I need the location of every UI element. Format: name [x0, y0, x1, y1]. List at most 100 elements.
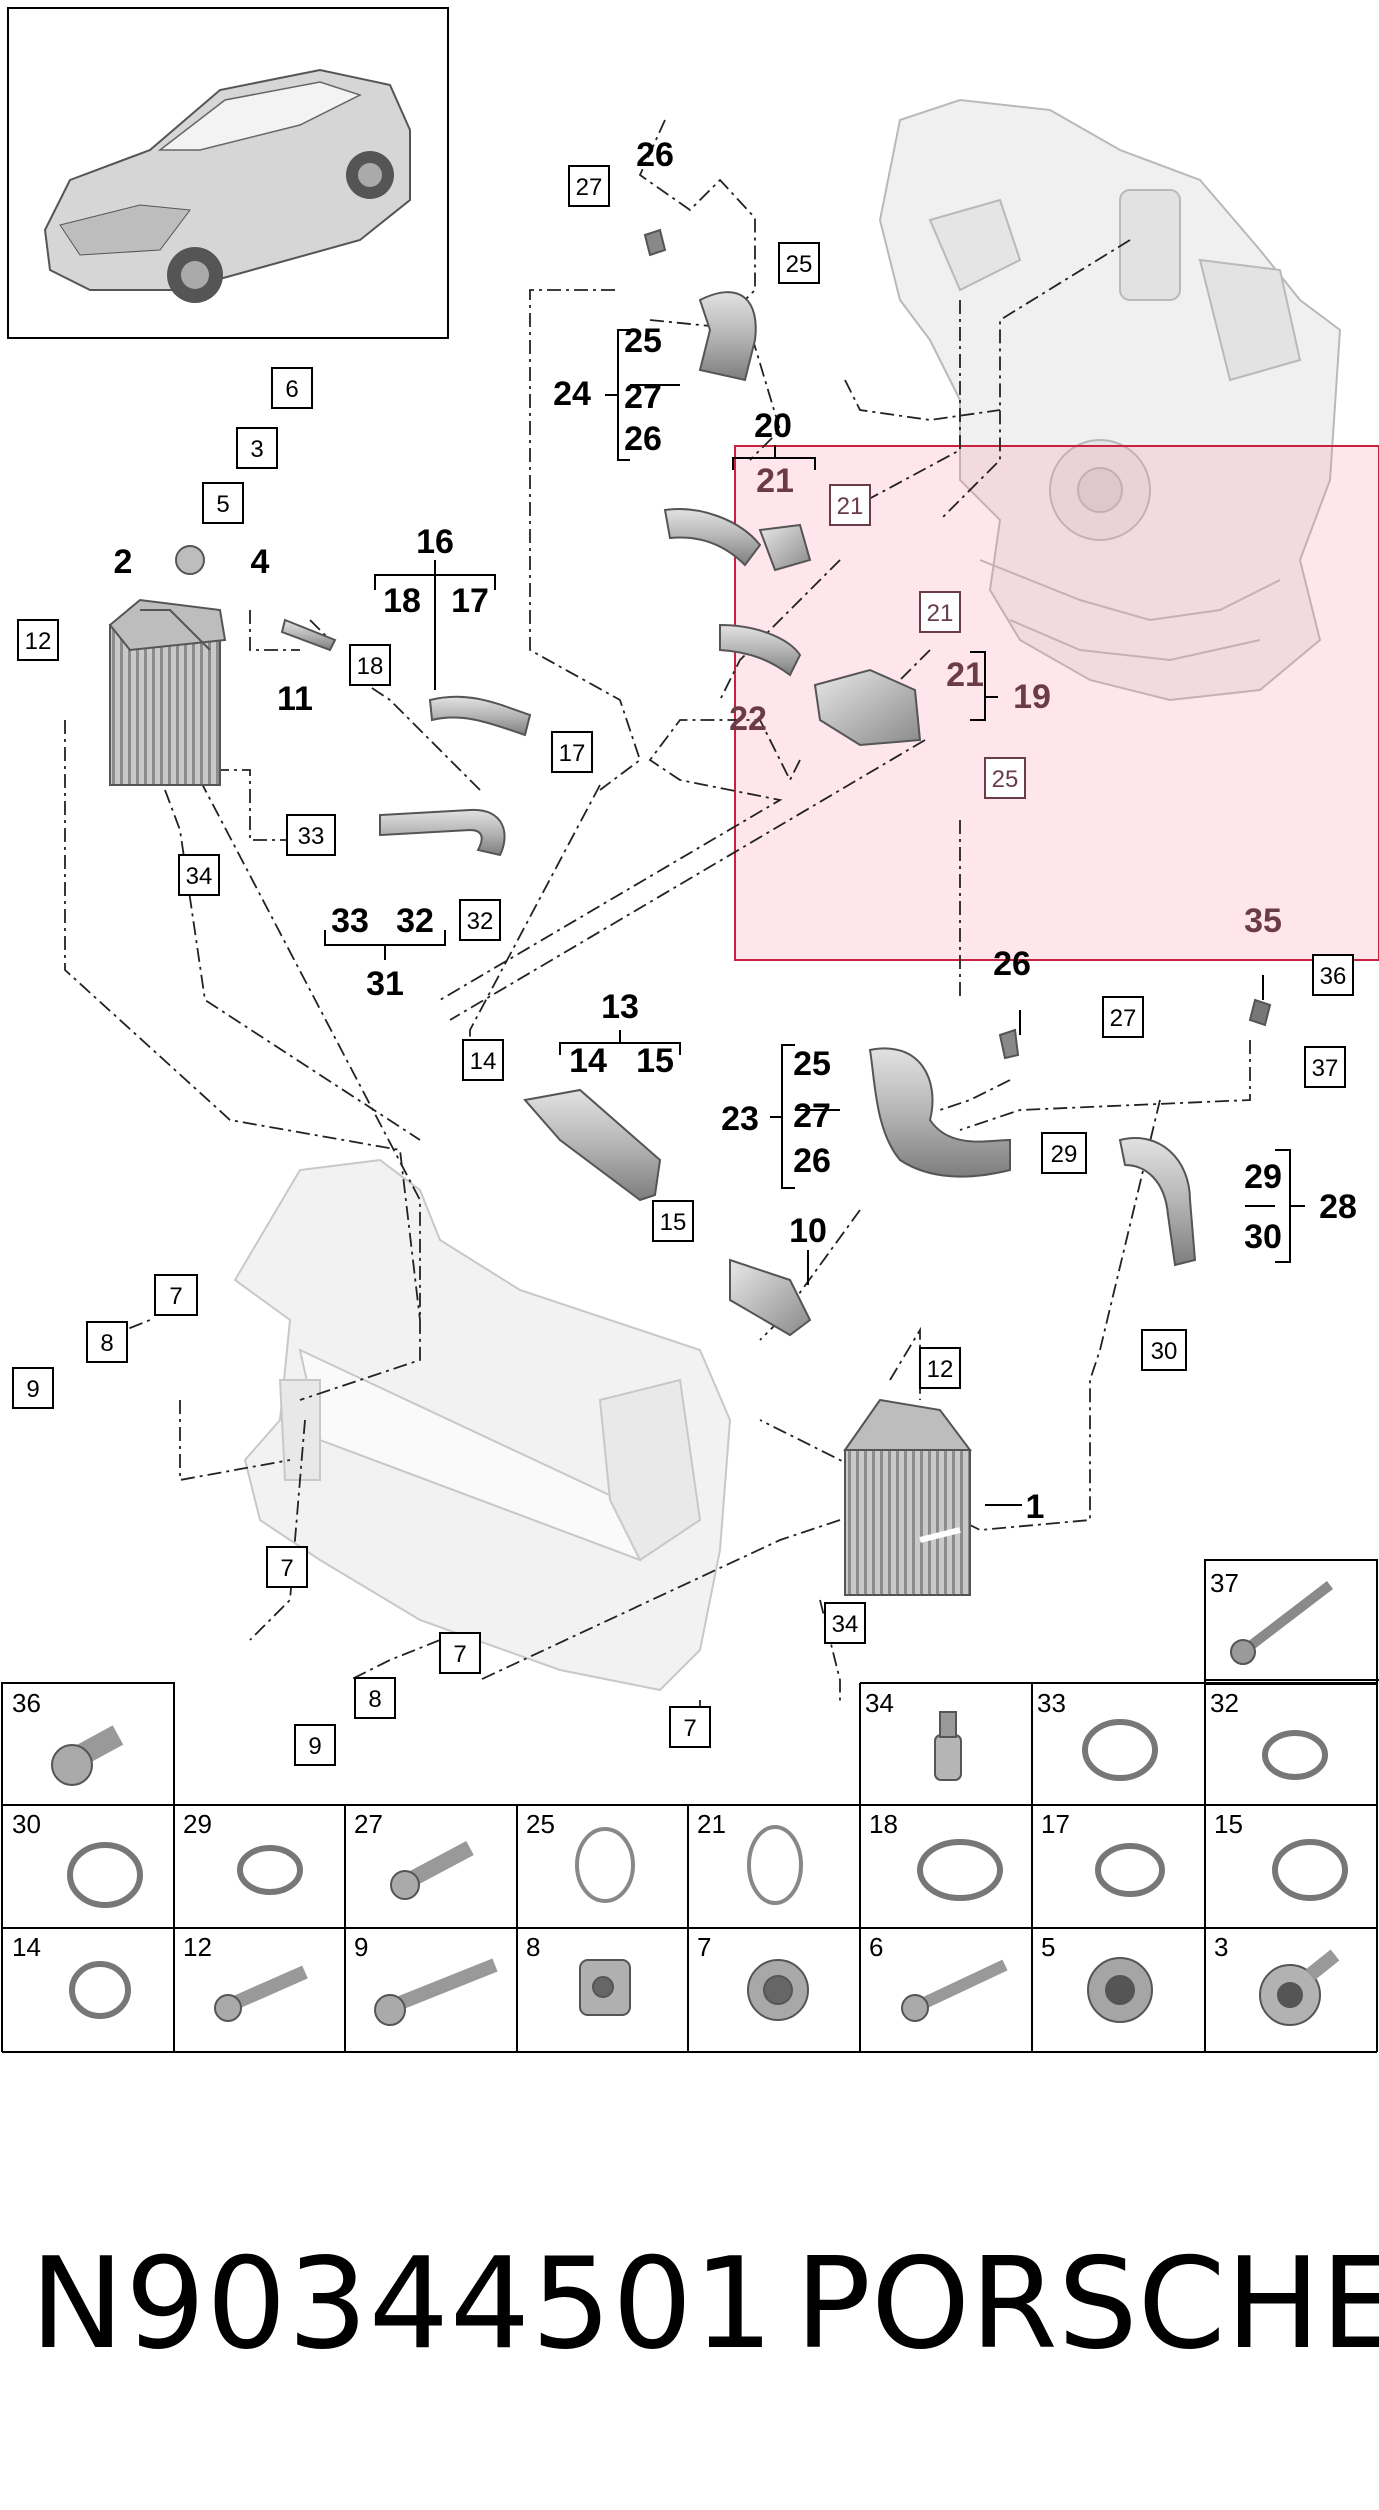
- table-cell-18: 18: [869, 1809, 898, 1839]
- callout-33: 33: [298, 823, 325, 850]
- callout-27: 27: [624, 378, 662, 416]
- table-cell-25: 25: [526, 1809, 555, 1839]
- callout-11: 11: [277, 680, 313, 718]
- callout-28: 28: [1319, 1188, 1357, 1226]
- callout-29: 29: [1051, 1141, 1078, 1168]
- callout-27: 27: [1110, 1005, 1137, 1032]
- engine-illustration: [878, 98, 1342, 702]
- table-cell-36: 36: [12, 1688, 41, 1718]
- callout-18: 18: [383, 582, 421, 620]
- callout-17: 17: [451, 582, 489, 620]
- callout-6: 6: [285, 376, 298, 403]
- callout-15: 15: [636, 1042, 674, 1080]
- callout-24: 24: [553, 375, 591, 413]
- callout-14: 14: [569, 1042, 607, 1080]
- callout-35: 35: [1244, 902, 1282, 940]
- exploded-parts-diagram: 6 3 5 12 18 17 33 34 32 27 25 21 21 25 3…: [1, 7, 1379, 2053]
- callout-3: 3: [250, 436, 263, 463]
- table-cell-9: 9: [354, 1932, 368, 1962]
- callout-37: 37: [1312, 1055, 1339, 1082]
- callout-26: 26: [636, 136, 674, 174]
- callout-26: 26: [624, 420, 662, 458]
- table-cell-21: 21: [697, 1809, 726, 1839]
- callout-13: 13: [601, 988, 639, 1026]
- table-cell-12: 12: [183, 1932, 212, 1962]
- table-cell-5: 5: [1041, 1932, 1055, 1962]
- callout-1: 1: [1026, 1488, 1045, 1526]
- vehicle-thumbnail: [7, 7, 449, 339]
- callout-26: 26: [793, 1142, 831, 1180]
- part-illustrations: [108, 228, 1272, 1596]
- table-cell-32: 32: [1210, 1688, 1239, 1718]
- callout-36: 36: [1320, 963, 1347, 990]
- parts-table: [1, 1559, 1378, 2053]
- callout-34: 34: [832, 1611, 859, 1638]
- callout-22: 22: [729, 700, 767, 738]
- callout-bold-text: 4 2 11 16 18 17 33 32 31 26 25 24 27 26 …: [114, 136, 1357, 1526]
- callout-7: 7: [280, 1555, 293, 1582]
- callout-32: 32: [396, 902, 434, 940]
- callout-12: 12: [25, 628, 52, 655]
- callout-5: 5: [216, 491, 229, 518]
- part-number: N90344501: [30, 2230, 775, 2377]
- callout-10: 10: [789, 1212, 827, 1250]
- callout-12: 12: [927, 1356, 954, 1383]
- callout-30: 30: [1151, 1338, 1178, 1365]
- callout-17: 17: [559, 740, 586, 767]
- table-cell-15: 15: [1214, 1809, 1243, 1839]
- callout-7: 7: [453, 1641, 466, 1668]
- table-cell-7: 7: [697, 1932, 711, 1962]
- callout-21: 21: [756, 462, 794, 500]
- callout-32: 32: [467, 908, 494, 935]
- callout-25: 25: [624, 322, 662, 360]
- callout-31: 31: [366, 965, 404, 1003]
- table-cell-30: 30: [12, 1809, 41, 1839]
- parts-table-icons: [51, 1581, 1348, 2026]
- table-cell-33: 33: [1037, 1688, 1066, 1718]
- brand-name: PORSCHE: [795, 2230, 1379, 2377]
- table-cell-8: 8: [526, 1932, 540, 1962]
- callout-boxes: [12, 165, 1354, 1766]
- table-cell-27: 27: [354, 1809, 383, 1839]
- callout-19: 19: [1013, 678, 1051, 716]
- callout-4: 4: [251, 543, 270, 581]
- callout-14: 14: [470, 1048, 497, 1075]
- callout-2: 2: [114, 543, 133, 581]
- table-cell-14: 14: [12, 1932, 41, 1962]
- callout-9: 9: [26, 1376, 39, 1403]
- callout-34: 34: [186, 863, 213, 890]
- parts-table-numbers: 37 36 34 33 32 30 29 27 25 21 18 17 15 1…: [12, 1568, 1243, 1962]
- callout-25: 25: [793, 1045, 831, 1083]
- leader-lines: [64, 119, 1251, 1720]
- callout-8: 8: [100, 1330, 113, 1357]
- callout-26: 26: [993, 945, 1031, 983]
- callout-7: 7: [683, 1715, 696, 1742]
- callout-27: 27: [793, 1097, 831, 1135]
- callout-21: 21: [946, 656, 984, 694]
- callout-30: 30: [1244, 1218, 1282, 1256]
- callout-29: 29: [1244, 1158, 1282, 1196]
- table-cell-17: 17: [1041, 1809, 1070, 1839]
- callout-7: 7: [169, 1283, 182, 1310]
- callout-21: 21: [927, 600, 954, 627]
- callout-21: 21: [837, 493, 864, 520]
- callout-8: 8: [368, 1686, 381, 1713]
- table-cell-37: 37: [1210, 1568, 1239, 1598]
- footer-caption: N90344501 PORSCHE: [0, 2230, 1379, 2390]
- callout-25: 25: [786, 251, 813, 278]
- callout-23: 23: [721, 1100, 759, 1138]
- callout-18: 18: [357, 653, 384, 680]
- table-cell-3: 3: [1214, 1932, 1228, 1962]
- callout-25: 25: [992, 766, 1019, 793]
- table-cell-34: 34: [865, 1688, 894, 1718]
- callout-15: 15: [660, 1209, 687, 1236]
- callout-16: 16: [416, 523, 454, 561]
- table-cell-6: 6: [869, 1932, 883, 1962]
- front-carrier-frame: [233, 1158, 732, 1692]
- callout-27: 27: [576, 174, 603, 201]
- callout-20: 20: [754, 407, 792, 445]
- table-cell-29: 29: [183, 1809, 212, 1839]
- callout-plain-text: 6 3 5 12 18 17 33 34 32 27 25 21 21 25 3…: [25, 174, 1347, 1760]
- callout-33: 33: [331, 902, 369, 940]
- callout-9: 9: [308, 1733, 321, 1760]
